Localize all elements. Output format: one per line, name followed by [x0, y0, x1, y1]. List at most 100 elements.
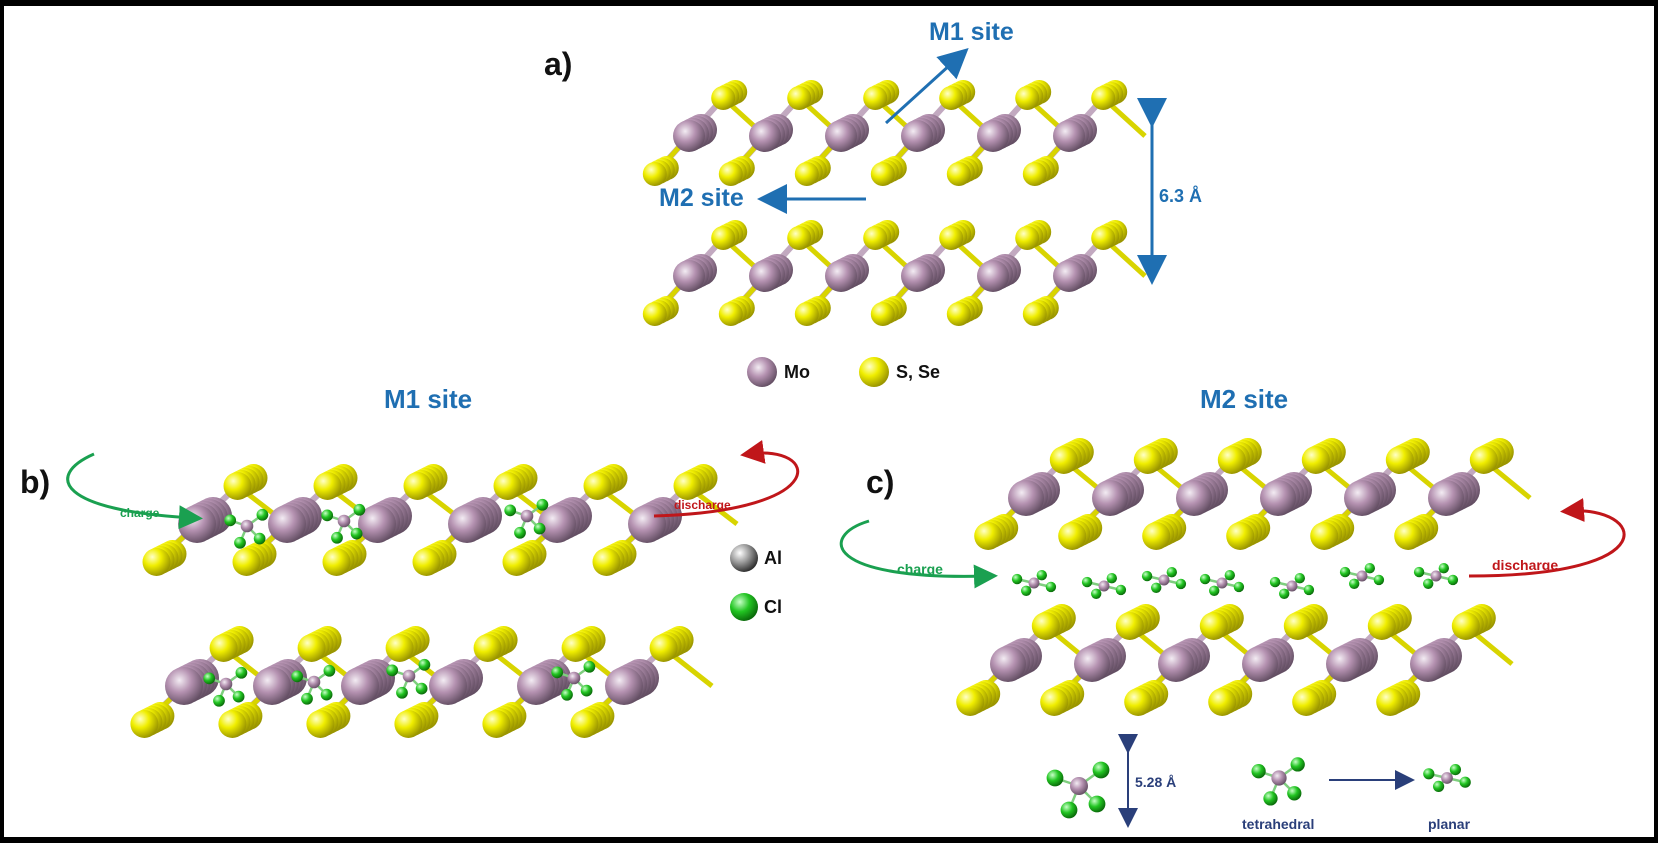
mo-atom: [605, 667, 643, 705]
s-atom: [1124, 688, 1153, 716]
alcl4-molecule: [321, 503, 366, 544]
cl-atom: [1459, 776, 1471, 788]
mox2-layer: [956, 604, 1514, 716]
s-atom: [1015, 86, 1040, 110]
spacing-label: 6.3 Å: [1159, 186, 1203, 206]
cl-atom: [536, 498, 549, 511]
s-atom: [412, 548, 441, 576]
s-atom: [946, 162, 971, 186]
cl-atom: [1060, 801, 1078, 819]
mo-atom: [977, 260, 1009, 292]
alcl4-molecule: [1423, 764, 1471, 793]
s-atom: [1049, 446, 1078, 474]
cl-atom: [1433, 780, 1445, 793]
alcl4-molecule: [1269, 573, 1315, 599]
panel-c-title: M2 site: [1200, 384, 1289, 414]
mo-atom: [628, 505, 666, 543]
alcl4-molecule: [1011, 570, 1057, 596]
cl-atom: [1364, 563, 1376, 574]
s-atom: [592, 548, 621, 576]
charge-arrow-c: [839, 519, 998, 589]
s-atom: [649, 634, 678, 662]
cl-atom: [256, 508, 269, 521]
cl-atom: [234, 536, 246, 549]
cl-atom: [1036, 570, 1048, 581]
cl-atom: [1166, 567, 1178, 578]
atomic-layers: [130, 80, 1532, 738]
mo-atom: [1053, 120, 1085, 152]
cl-atom: [1233, 581, 1245, 593]
mo-atom: [1344, 480, 1380, 516]
s-atom: [1031, 612, 1060, 640]
mox2-layer: [642, 220, 1147, 326]
cl-atom: [1021, 585, 1032, 596]
alcl4-molecule: [1081, 573, 1127, 599]
cl-atom: [323, 664, 336, 677]
cl-atom: [1224, 570, 1236, 581]
cl-atom: [224, 514, 237, 527]
mo-atom: [749, 260, 781, 292]
s-atom: [1376, 688, 1405, 716]
cl-atom: [1447, 574, 1459, 586]
s-atom: [1058, 522, 1087, 550]
m2-site-label-a: M2 site: [659, 184, 744, 212]
al-atom: [1098, 580, 1110, 592]
mo-atom: [448, 505, 486, 543]
legend-al-ball: [730, 544, 758, 572]
al-atom: [520, 509, 534, 523]
s-atom: [322, 548, 351, 576]
mo-atom: [901, 260, 933, 292]
s-atom: [561, 634, 590, 662]
cl-atom: [561, 688, 573, 701]
mox2-layer: [974, 438, 1532, 550]
cl-atom: [331, 531, 343, 544]
al-atom: [219, 677, 233, 691]
al-atom: [1028, 577, 1040, 589]
s-atom: [1040, 688, 1069, 716]
cl-atom: [1303, 584, 1315, 596]
cl-atom: [203, 672, 216, 685]
legend-cl-ball: [730, 593, 758, 621]
alcl4-molecule: [386, 658, 431, 699]
s-atom: [1022, 302, 1047, 326]
crystal-structure-art: [66, 47, 1626, 828]
cl-atom: [1115, 584, 1127, 596]
s-atom: [1469, 446, 1498, 474]
alcl4-molecule: [203, 666, 248, 707]
cl-atom: [1449, 764, 1461, 776]
al-atom: [240, 519, 254, 533]
cl-atom: [583, 660, 596, 673]
mo-atom: [268, 505, 306, 543]
s-atom: [946, 302, 971, 326]
mo-atom: [825, 260, 857, 292]
s-atom: [583, 472, 612, 500]
cl-atom: [1081, 576, 1093, 588]
planar-label: planar: [1428, 816, 1471, 832]
cl-atom: [1349, 578, 1360, 589]
cl-atom: [1209, 585, 1220, 596]
s-atom: [218, 710, 247, 738]
mo-atom: [538, 505, 576, 543]
mo-atom: [1074, 646, 1110, 682]
mox2-layer: [130, 626, 714, 738]
s-atom: [313, 472, 342, 500]
tetrahedral-label: tetrahedral: [1242, 816, 1315, 832]
s-atom: [1199, 612, 1228, 640]
alcl4-molecule: [1046, 761, 1110, 819]
mo-atom: [429, 667, 467, 705]
s-atom: [787, 226, 812, 250]
cl-atom: [1423, 768, 1435, 780]
s-atom: [956, 688, 985, 716]
s-atom: [711, 86, 736, 110]
figure-frame: a) b) c) M1 site M2 site 6.3 Å Mo S, Se …: [4, 6, 1654, 837]
s-atom: [473, 634, 502, 662]
s-atom: [306, 710, 335, 738]
s-atom: [482, 710, 511, 738]
cl-atom: [1263, 791, 1278, 806]
mo-atom: [749, 120, 781, 152]
cl-atom: [1294, 573, 1306, 584]
alcl4-molecule: [1413, 563, 1459, 589]
mo-atom: [178, 505, 216, 543]
al-atom: [1216, 577, 1228, 589]
s-atom: [1385, 446, 1414, 474]
